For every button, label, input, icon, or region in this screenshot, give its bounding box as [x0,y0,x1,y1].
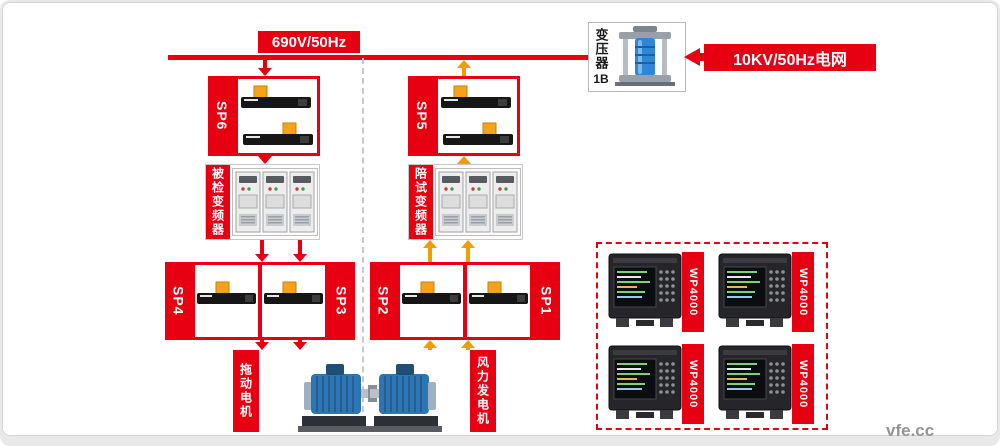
tested-converter-label: 被检变频器 [206,165,230,239]
sp3-to-motor-arrow [293,340,307,350]
aux-converter-box: 陪试变频器 [408,164,523,240]
aux-converter-image [433,165,522,239]
sp1-label: SP1 [538,286,555,316]
sp5-sensor-box: SP5 [408,76,520,156]
transformer-icon [615,26,675,86]
current-sensor-icon [196,281,257,305]
analyzer-label-4: WP4000 [792,344,814,424]
sp5-to-bus-arrow [457,60,471,76]
current-sensor-icon [468,281,529,305]
sp4-label: SP4 [170,286,187,316]
generator-to-sp1-arrow [461,340,475,350]
sp4-to-motor-arrow [255,340,269,350]
sp2-sp1-sensor-box: SP2 SP1 [370,262,560,340]
converter-to-sp4-arrow [255,240,269,262]
transformer-name: 变压器 [593,28,609,70]
switchgear-icon [232,168,318,236]
switchgear-icon [435,168,521,236]
analyzer-unit-1: WP4000 [608,252,708,332]
current-sensor-icon [440,85,514,146]
tested-converter-image [230,165,319,239]
transformer-id: 1B [593,72,609,86]
sp3-label: SP3 [333,286,350,316]
sp5-sensor-panel [438,79,517,153]
analyzer-label-2: WP4000 [792,252,814,332]
sp2-sensor-panel [400,265,463,337]
bus-line-690v [168,55,588,60]
grid-label: 10KV/50Hz电网 [704,44,876,71]
sp5-label: SP5 [414,101,430,131]
analyzer-unit-3: WP4000 [608,344,708,424]
sp6-sensor-box: SP6 [208,76,320,156]
bus-to-sp6-arrow [258,60,272,76]
sp2-label: SP2 [375,286,392,316]
analyzer-label-3: WP4000 [682,344,704,424]
sp6-to-converter-arrow [258,156,272,164]
grid-to-transformer-arrow [684,48,706,66]
analyzer-unit-2: WP4000 [718,252,818,332]
sp6-label: SP6 [214,101,230,131]
generator-to-sp2-arrow [423,340,437,350]
power-analyzer-icon [718,253,792,328]
power-analyzer-icon [608,345,682,420]
bus-voltage-label: 690V/50Hz [258,31,360,53]
aux-converter-label: 陪试变频器 [409,165,433,239]
current-sensor-icon [240,85,314,146]
transformer-box: 变压器 1B [588,22,686,92]
motor-generator-set-icon [298,364,442,432]
sp2-to-converter-arrow [423,240,437,262]
current-sensor-icon [263,281,324,305]
sp6-sensor-panel [238,79,317,153]
sp3-sensor-panel [262,265,325,337]
converter-to-sp3-arrow [293,240,307,262]
sp1-sensor-panel [467,265,530,337]
center-divider-line [362,58,364,432]
sp4-sensor-panel [195,265,258,337]
drive-motor-label: 拖动电机 [233,350,259,432]
sp4-sp3-sensor-box: SP4 SP3 [165,262,355,340]
analyzer-label-1: WP4000 [682,252,704,332]
wind-generator-label: 风力发电机 [470,350,496,432]
analyzer-unit-4: WP4000 [718,344,818,424]
power-analyzer-icon [718,345,792,420]
converter-to-sp5-arrow [457,156,471,164]
sp1-to-converter-arrow [461,240,475,262]
analyzer-group-frame [596,242,828,430]
power-analyzer-icon [608,253,682,328]
watermark: vfe.cc [886,421,935,440]
transformer-label: 变压器 1B [589,23,613,91]
current-sensor-icon [401,281,462,305]
tested-converter-box: 被检变频器 [205,164,320,240]
